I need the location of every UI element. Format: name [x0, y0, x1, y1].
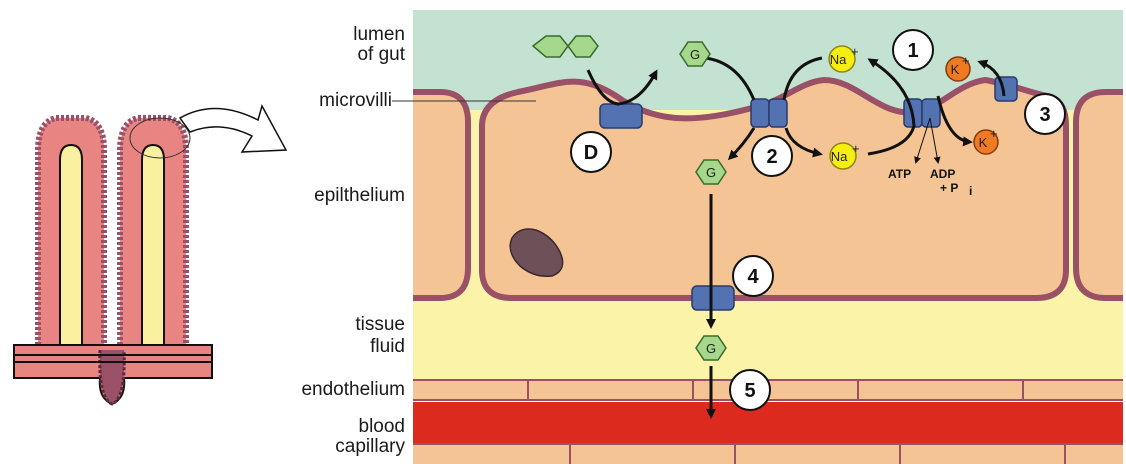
- blood-capillary-region: [413, 402, 1123, 444]
- potassium-charge: +: [990, 126, 998, 141]
- glucose-label: G: [706, 341, 716, 356]
- villi-illustration: [14, 106, 286, 404]
- lumen-label-line2: of gut: [357, 44, 405, 65]
- step-3-label: 3: [1039, 104, 1050, 126]
- step-marker-2: 2: [752, 136, 792, 176]
- phosphate-label: + P: [940, 181, 958, 195]
- lumen-label-line1: lumen: [353, 24, 405, 45]
- step-marker-5: 5: [730, 370, 770, 410]
- step-4-label: 4: [747, 266, 759, 288]
- adp-label: ADP: [930, 167, 955, 181]
- sodium-charge: +: [851, 44, 859, 59]
- region-labels: lumen of gut microvilli epilthelium tiss…: [301, 24, 405, 457]
- villus-left-core: [60, 145, 82, 375]
- digestive-enzyme-protein: [600, 104, 642, 128]
- epithelium-label: epilthelium: [314, 185, 405, 206]
- sodium-label: Na: [830, 52, 847, 67]
- step-5-label: 5: [744, 380, 755, 402]
- step-1-label: 1: [907, 40, 918, 62]
- tissue-fluid-label-line1: tissue: [355, 314, 405, 335]
- phosphate-subscript: i: [969, 184, 972, 198]
- basal-glucose-carrier: [692, 286, 734, 310]
- potassium-label: K: [951, 62, 960, 77]
- sodium-label: Na: [831, 149, 848, 164]
- glucose-label: G: [706, 165, 716, 180]
- neighbour-cell-right: [1076, 92, 1126, 298]
- step-marker-4: 4: [733, 256, 773, 296]
- atp-label: ATP: [888, 167, 911, 181]
- glucose-label: G: [690, 47, 700, 62]
- step-marker-d: D: [571, 132, 611, 172]
- tissue-fluid-label-line2: fluid: [370, 336, 405, 357]
- blood-label-line1: blood: [359, 416, 406, 437]
- blood-label-line2: capillary: [335, 436, 405, 457]
- step-marker-1: 1: [893, 30, 933, 70]
- potassium-label: K: [979, 135, 988, 150]
- cotransporter-protein-b: [769, 99, 787, 127]
- zoom-arrow-icon: [180, 106, 286, 152]
- step-d-label: D: [584, 142, 598, 164]
- cotransporter-protein-a: [751, 99, 769, 127]
- endothelium-label: endothelium: [301, 379, 405, 400]
- villus-right-core: [142, 145, 164, 375]
- microvilli-label: microvilli: [319, 90, 392, 111]
- sodium-charge: +: [852, 141, 860, 156]
- potassium-charge: +: [962, 53, 970, 68]
- lower-endothelium: [413, 444, 1123, 464]
- step-2-label: 2: [766, 146, 777, 168]
- step-marker-3: 3: [1025, 94, 1065, 134]
- neighbour-cell-left: [400, 92, 468, 298]
- potassium-channel-protein: [995, 77, 1017, 101]
